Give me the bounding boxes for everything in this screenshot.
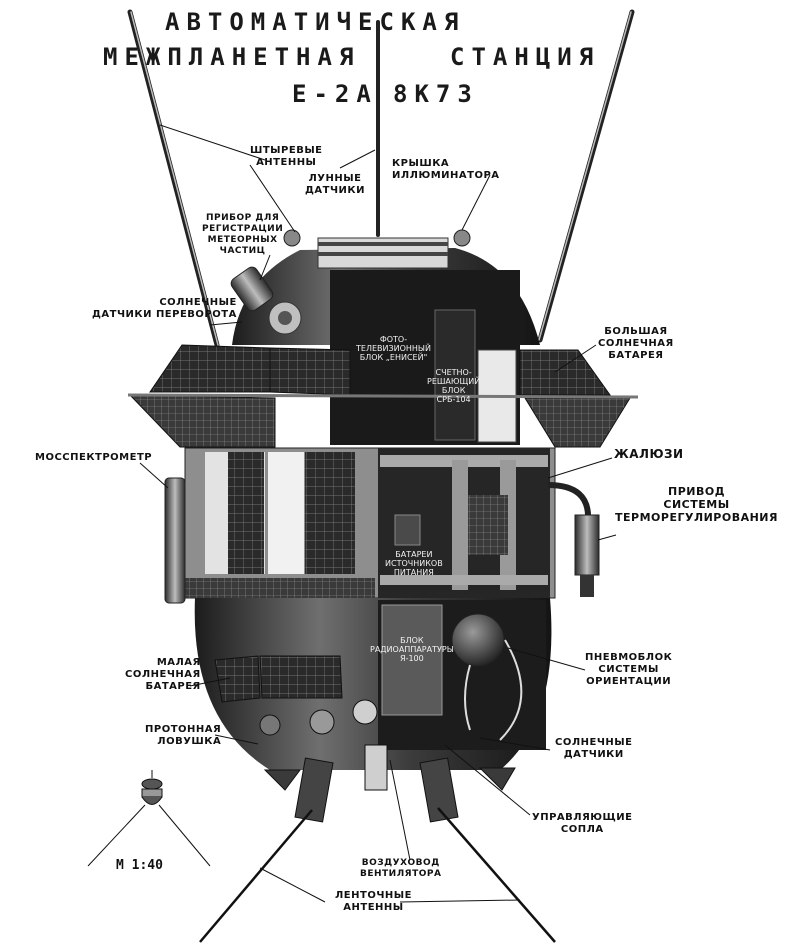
small-solar-battery	[214, 655, 343, 703]
thermal-control-drive	[547, 482, 600, 597]
inner-label-photo-tv-block: ФОТО-ТЕЛЕВИЗИОННЫЙ БЛОК „ЕНИСЕЙ"	[356, 335, 431, 362]
label-mass-spectrometer: МОССПЕКТРОМЕТР	[35, 452, 153, 463]
title-line-2b: СТАНЦИЯ	[450, 43, 601, 71]
scale-figure	[87, 770, 211, 867]
label-louvers: ЖАЛЮЗИ	[614, 447, 684, 461]
whip-antennas	[127, 9, 635, 348]
title-line-3a: Е-2А	[292, 80, 378, 108]
ribbon-antennas	[199, 807, 556, 943]
title-line-2a: МЕЖПЛАНЕТНАЯ	[103, 43, 361, 71]
scale-label: М 1:40	[116, 858, 163, 873]
large-solar-battery	[127, 344, 639, 448]
mass-spectrometer	[164, 477, 186, 604]
title-line-1: АВТОМАТИЧЕСКАЯ	[165, 8, 466, 36]
leader-lines	[139, 124, 617, 903]
title-line-3b: 8К73	[393, 80, 479, 108]
